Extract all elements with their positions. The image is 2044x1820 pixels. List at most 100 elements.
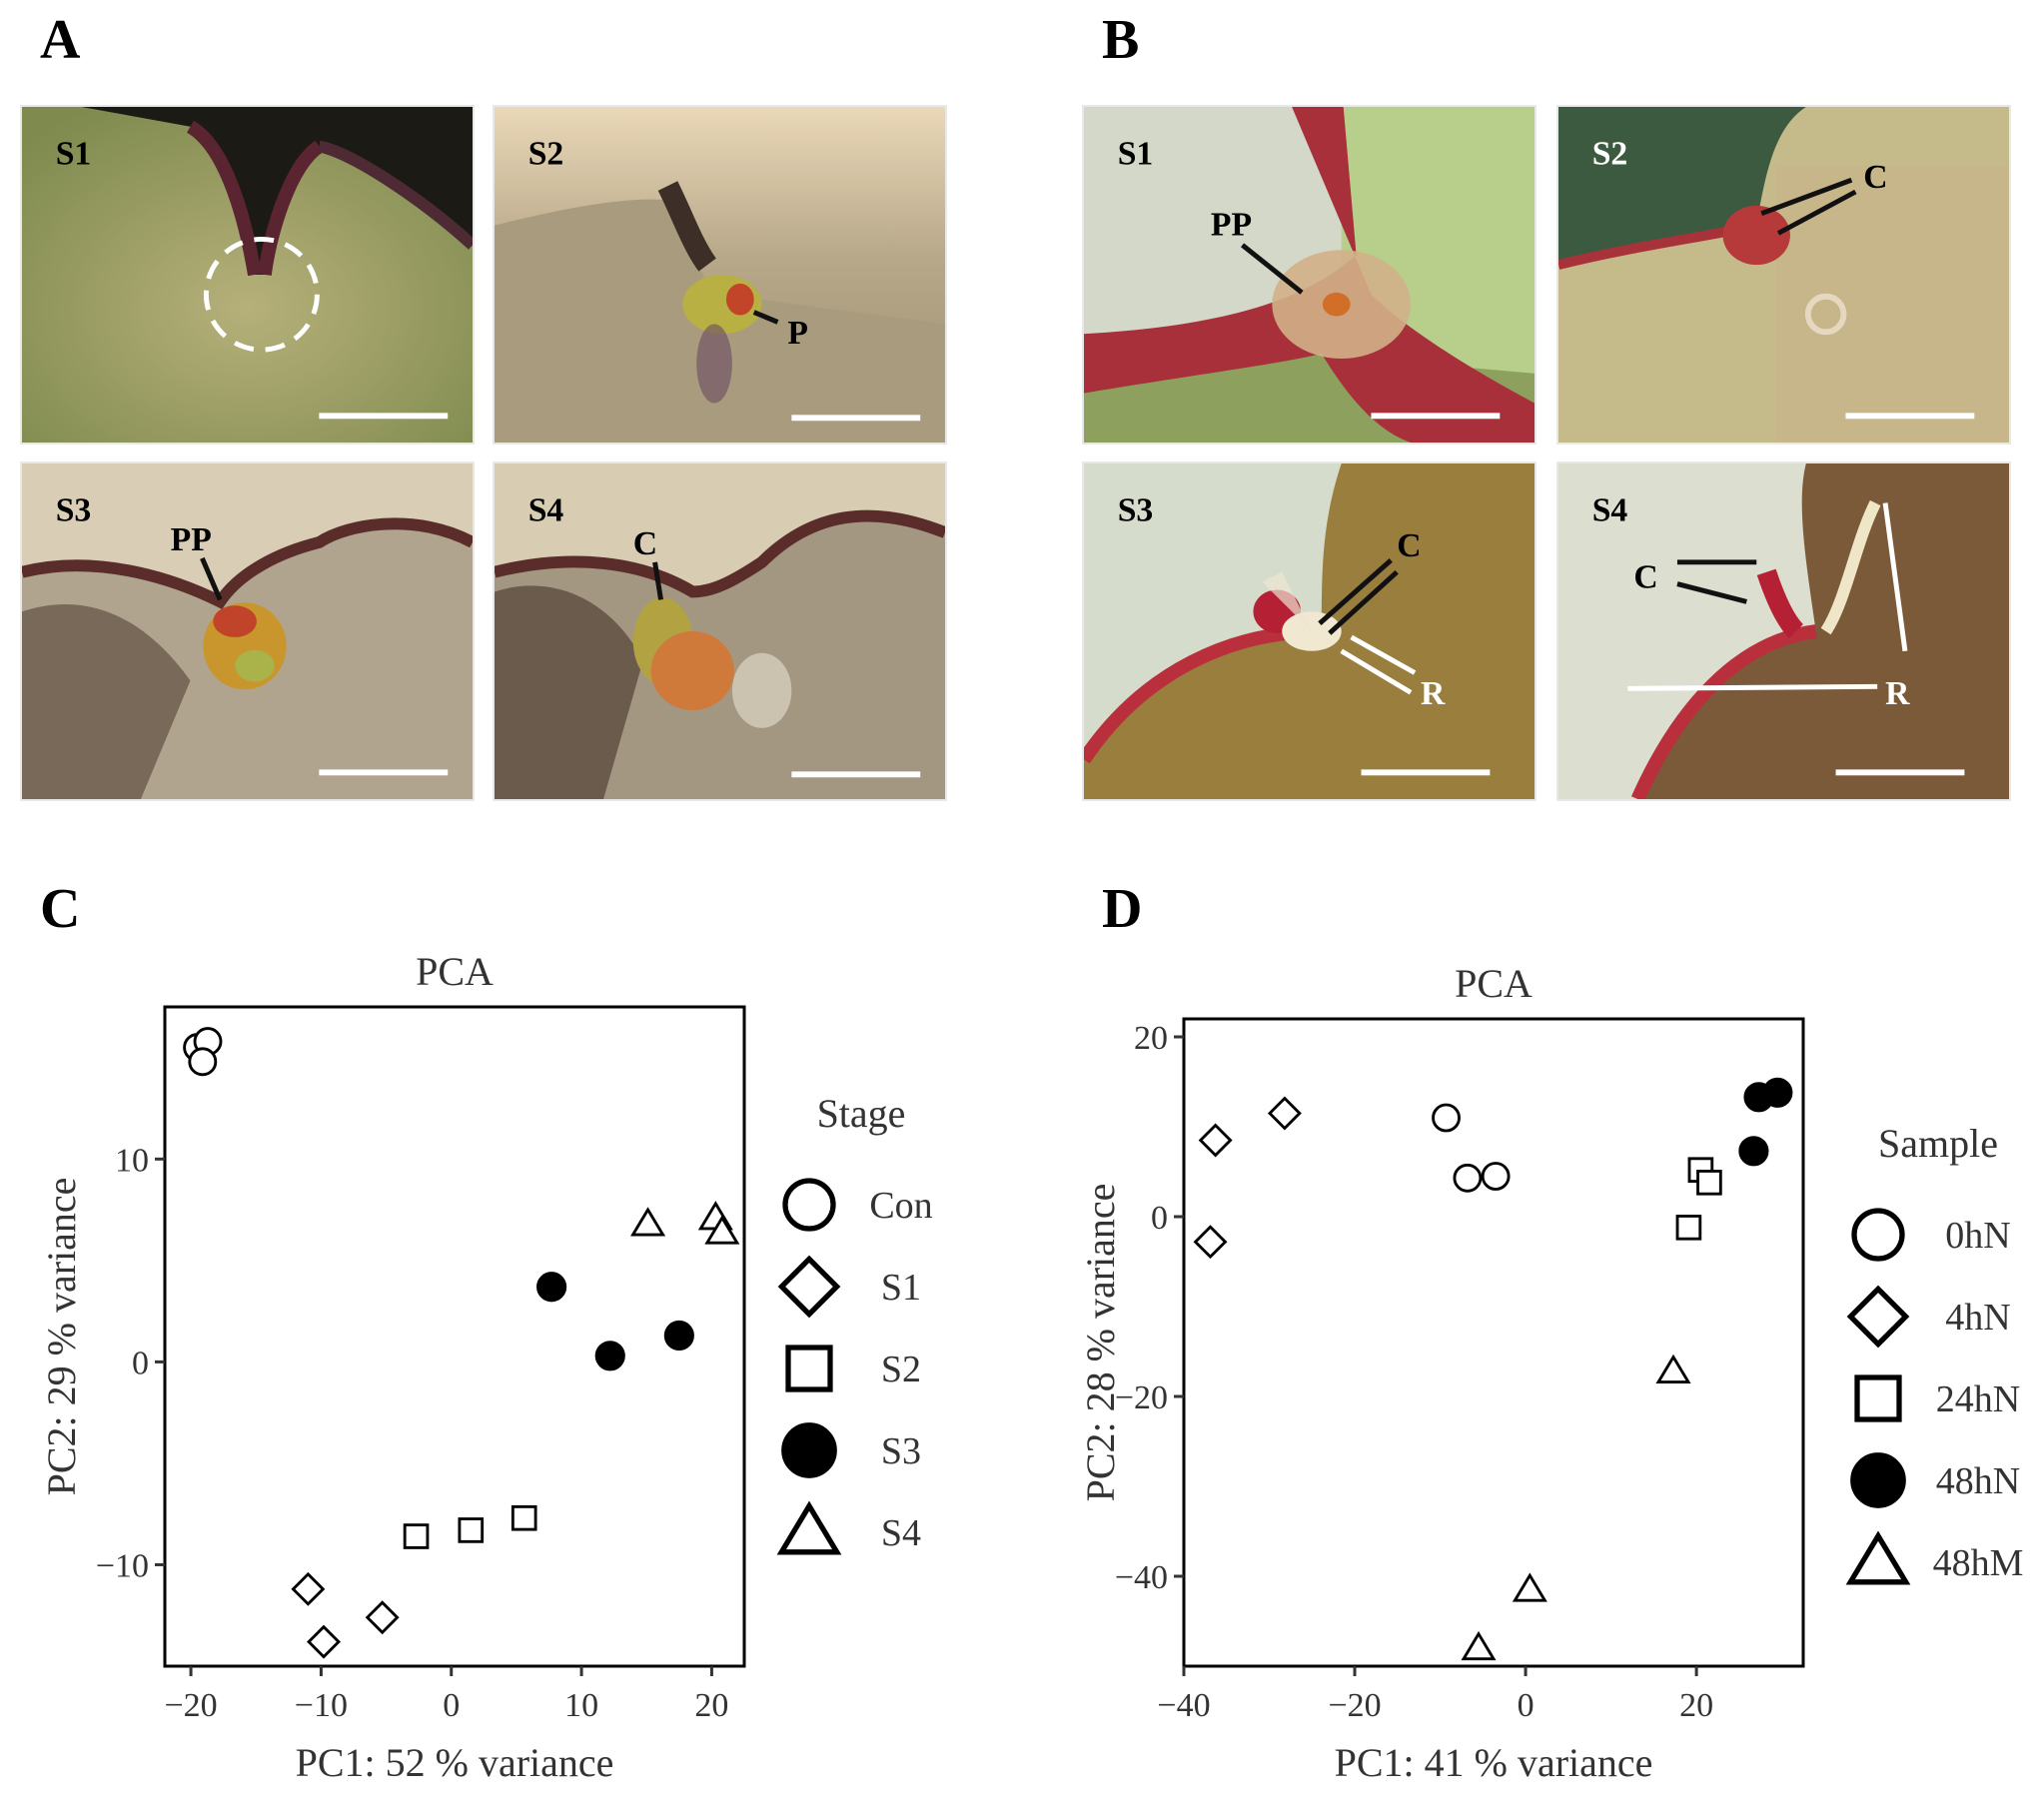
plot-frame (1182, 1017, 1805, 1668)
legend-key-48hm (1845, 1530, 1911, 1585)
x-tick-label: 0 (443, 1687, 460, 1724)
panel-label-d: D (1102, 878, 1143, 940)
y-axis-label: PC2: 28 % variance (1084, 1184, 1123, 1502)
legend-key-s2 (785, 1345, 833, 1392)
scale-bar (1371, 413, 1501, 420)
photo-stage-label: S3 (1118, 491, 1154, 528)
data-point-48hm (1655, 1354, 1691, 1383)
data-point-0hn (1432, 1103, 1461, 1133)
photo-annotation: R (1885, 675, 1910, 712)
data-point-s2 (403, 1523, 430, 1549)
photo-a-s3: PP S3 (20, 461, 475, 801)
data-point-4hn (1198, 1123, 1233, 1158)
x-tick-label: 20 (1679, 1687, 1713, 1724)
photo-a-s1: S1 (20, 105, 475, 445)
legend-label: 48hN (1936, 1460, 2020, 1502)
photo-a-s4: C S4 (493, 461, 947, 801)
photo-stage-label: S4 (1592, 491, 1628, 528)
y-tick-label: 0 (132, 1345, 149, 1381)
data-point-s1 (291, 1571, 326, 1606)
photo-annotation: P (787, 315, 808, 352)
photo-stage-label: S2 (1592, 135, 1628, 172)
legend-title: Sample (1878, 1121, 1998, 1166)
data-point-48hn (1738, 1136, 1769, 1167)
legend-key-s1 (777, 1255, 841, 1319)
data-point-48hm (1461, 1630, 1497, 1661)
data-point-s3 (594, 1341, 625, 1371)
x-tick-label: −20 (1328, 1687, 1381, 1724)
data-point-s4 (704, 1215, 740, 1245)
panel-label-b: B (1102, 9, 1140, 71)
photo-stage-label: S2 (528, 135, 564, 172)
y-tick-label: −10 (96, 1547, 149, 1584)
scale-bar (1835, 769, 1965, 776)
x-tick-label: 10 (564, 1687, 598, 1724)
panel-label-a: A (40, 9, 81, 71)
data-point-s3 (536, 1272, 567, 1303)
legend-label: 0hN (1945, 1215, 2010, 1257)
x-tick-label: 20 (694, 1687, 728, 1724)
photo-annotation: PP (171, 521, 212, 558)
data-point-s3 (663, 1320, 694, 1352)
panel-label-c: C (40, 878, 81, 940)
data-point-0hn (1453, 1163, 1483, 1193)
photo-annotation: C (1633, 559, 1657, 596)
data-point-s1 (365, 1600, 400, 1635)
photo-annotation: C (1397, 527, 1421, 564)
legend-key-48hn (1850, 1452, 1906, 1508)
data-point-48hm (1512, 1572, 1547, 1602)
y-tick-label: 0 (1151, 1200, 1168, 1237)
legend-key-0hn (1851, 1208, 1905, 1262)
x-axis-label: PC1: 41 % variance (1335, 1740, 1653, 1785)
photo-annotation: PP (1211, 207, 1252, 244)
legend-key-s4 (776, 1500, 842, 1555)
data-points (1193, 1077, 1793, 1661)
photo-a-s2: P S2 (493, 105, 947, 445)
legend-key-s3 (781, 1422, 837, 1478)
legend-label: 24hN (1936, 1378, 2020, 1420)
scale-bar (319, 413, 449, 420)
scale-bar (791, 771, 921, 778)
legend-key-4hn (1846, 1285, 1910, 1349)
x-tick-label: 0 (1518, 1687, 1534, 1724)
y-axis-label: PC2: 29 % variance (39, 1178, 84, 1496)
photo-b-s2: C S2 (1556, 105, 2011, 445)
photo-stage-label: S1 (1118, 135, 1154, 172)
legend-label: 4hN (1945, 1297, 2010, 1339)
scale-bar (319, 769, 449, 776)
scale-bar (791, 415, 921, 422)
data-points (183, 1027, 740, 1659)
chart-title: PCA (1455, 961, 1533, 1006)
photo-b-s4: C R S4 (1556, 461, 2011, 801)
photo-annotation: C (633, 525, 657, 562)
photo-b-s1: PP S1 (1082, 105, 1536, 445)
data-point-0hn (1481, 1162, 1511, 1191)
data-point-s4 (630, 1207, 666, 1237)
y-tick-label: 10 (115, 1142, 149, 1179)
data-point-s2 (511, 1504, 537, 1531)
chart-title: PCA (416, 949, 494, 994)
y-tick-label: −40 (1115, 1559, 1168, 1596)
data-point-24hn (1696, 1169, 1722, 1196)
y-tick-label: −20 (1115, 1379, 1168, 1416)
photo-stage-label: S4 (528, 491, 564, 528)
plot-frame (163, 1005, 746, 1668)
legend-key-24hn (1854, 1374, 1902, 1422)
legend-key-con (782, 1178, 836, 1232)
y-tick-label: 20 (1134, 1020, 1168, 1057)
photo-stage-label: S1 (56, 135, 92, 172)
legend-label: S4 (881, 1512, 921, 1554)
legend-label: S2 (881, 1349, 921, 1390)
photo-annotation: C (1863, 159, 1887, 196)
x-axis-label: PC1: 52 % variance (296, 1740, 614, 1785)
photo-b-s3: C R S3 (1082, 461, 1536, 801)
legend-label: S1 (881, 1267, 921, 1309)
photo-annotation: R (1421, 675, 1446, 712)
data-point-con (188, 1047, 218, 1077)
legend-label: 48hM (1933, 1542, 2024, 1584)
x-tick-label: −20 (164, 1687, 217, 1724)
legend-label: S3 (881, 1430, 921, 1472)
data-point-48hn (1762, 1077, 1793, 1108)
